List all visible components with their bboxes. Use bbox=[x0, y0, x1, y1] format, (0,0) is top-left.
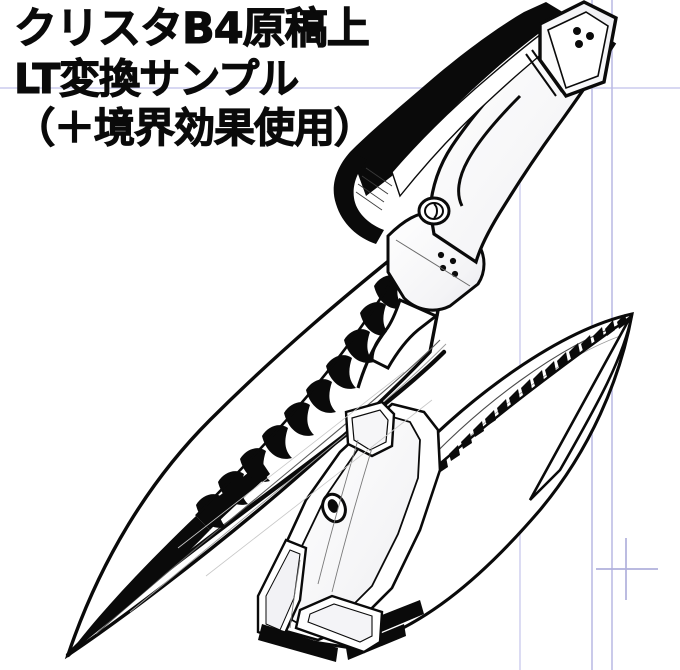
pommel-bands bbox=[525, 49, 563, 97]
sheath-belt-clip-inset bbox=[351, 409, 389, 451]
main-knife-handle bbox=[333, 0, 618, 265]
secondary-spine-line bbox=[429, 315, 633, 473]
main-knife-blade bbox=[64, 247, 447, 660]
handle-spine-shadow bbox=[350, 2, 566, 196]
pivot-screw-icon bbox=[417, 196, 451, 226]
pommel-inset bbox=[547, 11, 609, 90]
blade-fuller-1 bbox=[95, 339, 441, 635]
sheath-buckle-icon bbox=[321, 492, 347, 524]
handle-grip-texture bbox=[355, 167, 393, 211]
guard-dots-icon bbox=[437, 251, 459, 278]
construction-lines bbox=[177, 371, 433, 577]
sheath-bottom-box-inset bbox=[307, 603, 373, 643]
pommel-dots-icon bbox=[573, 27, 594, 48]
sheath-bottom-bar-left bbox=[258, 624, 338, 662]
lanyard-cord bbox=[457, 94, 522, 207]
secondary-blade-tip bbox=[528, 313, 634, 501]
registration-cross-icon bbox=[596, 538, 658, 600]
handle-hook bbox=[333, 152, 384, 244]
choil-edge bbox=[356, 329, 388, 389]
knife-sheath bbox=[256, 400, 442, 662]
sheath-seams bbox=[289, 439, 373, 629]
guard-bevel bbox=[395, 239, 471, 287]
blade-tip-shadow bbox=[68, 516, 210, 655]
blade-fuller-2 bbox=[129, 343, 447, 613]
